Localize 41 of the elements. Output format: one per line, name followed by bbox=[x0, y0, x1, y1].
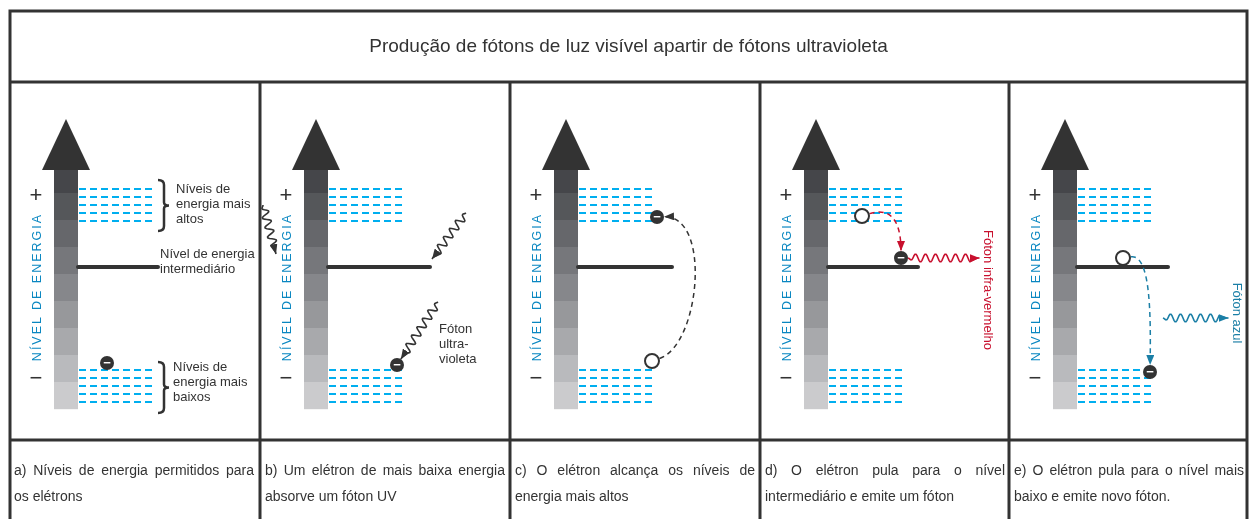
axis-label: NÍVEL DE ENERGIA bbox=[780, 212, 794, 362]
sign-label: + bbox=[528, 184, 544, 206]
transition-arrow bbox=[1130, 256, 1155, 366]
transition-arrow bbox=[868, 211, 905, 252]
hole-circle bbox=[854, 208, 870, 224]
annotation: Fóton ultra-violeta bbox=[439, 321, 478, 366]
annotation: Nível de energia intermediário bbox=[160, 246, 256, 276]
axis-label: NÍVEL DE ENERGIA bbox=[280, 212, 294, 362]
electron-symbol: − bbox=[650, 210, 664, 224]
electron-symbol: − bbox=[390, 358, 404, 372]
title: Produção de fótons de luz visível apartir de fótons ultravioleta bbox=[368, 35, 889, 57]
sign-label: − bbox=[778, 367, 794, 389]
electron-symbol: − bbox=[100, 356, 114, 370]
sign-label: + bbox=[1027, 184, 1043, 206]
sign-label: + bbox=[28, 184, 44, 206]
annotation: Níveis de energia mais baixos bbox=[173, 359, 249, 404]
transition-arrow bbox=[658, 214, 696, 360]
axis-label: NÍVEL DE ENERGIA bbox=[30, 212, 44, 362]
sign-label: − bbox=[528, 367, 544, 389]
caption: b) Um elétron de mais baixa energia absorve um fóton UV bbox=[265, 461, 505, 506]
sign-label: − bbox=[28, 367, 44, 389]
electron-symbol: − bbox=[1143, 365, 1157, 379]
hole-circle bbox=[644, 353, 660, 369]
photon-arrow bbox=[1162, 313, 1230, 323]
electron-symbol: − bbox=[894, 251, 908, 265]
sign-label: − bbox=[278, 367, 294, 389]
axis-label: NÍVEL DE ENERGIA bbox=[1029, 212, 1043, 362]
sign-label: − bbox=[1027, 367, 1043, 389]
caption: d) O elétron pula para o nível intermediário e emite um fóton bbox=[765, 461, 1005, 506]
sign-label: + bbox=[278, 184, 294, 206]
photon-arrow bbox=[400, 301, 439, 360]
sign-label: + bbox=[778, 184, 794, 206]
caption: e) O elétron pula para o nível mais baixo e emite novo fóton. bbox=[1014, 461, 1244, 506]
photon-arrow bbox=[907, 253, 981, 263]
caption: c) O elétron alcança os níveis de energia mais altos bbox=[515, 461, 755, 506]
photon-label: Fóton azul bbox=[1229, 282, 1245, 344]
axis-label: NÍVEL DE ENERGIA bbox=[530, 212, 544, 362]
hole-circle bbox=[1115, 250, 1131, 266]
annotation: Níveis de energia mais altos bbox=[176, 181, 252, 226]
photon-label: Fóton infra-vermelho bbox=[980, 230, 996, 350]
caption: a) Níveis de energia permitidos para os elétrons bbox=[14, 461, 254, 506]
